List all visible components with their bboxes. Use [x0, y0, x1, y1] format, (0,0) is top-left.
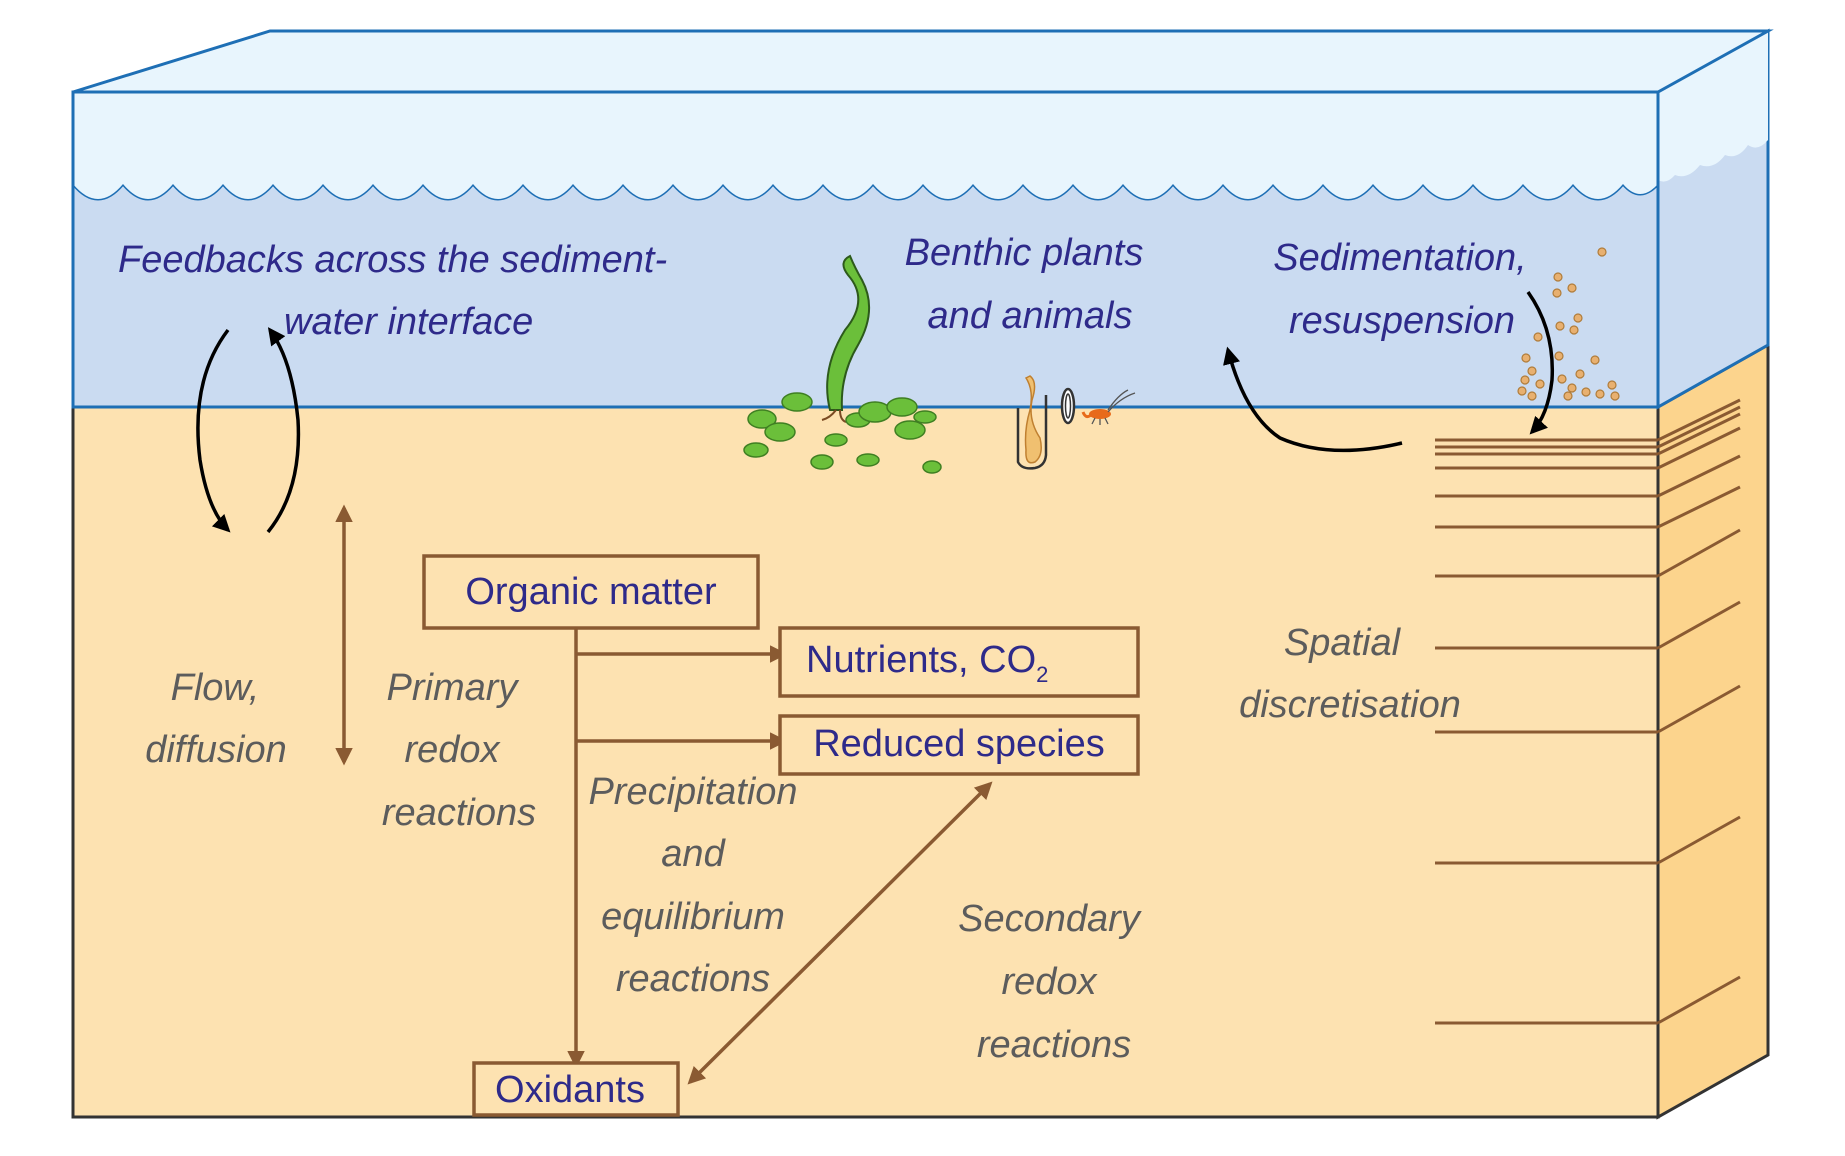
- shrimp-icon: [1081, 389, 1136, 425]
- sediment-layers: [1435, 398, 1741, 1025]
- benthic-label-line2: and animals: [928, 295, 1133, 337]
- resuspension-arrow: [1223, 346, 1403, 453]
- organic-matter-label: Organic matter: [465, 571, 717, 613]
- precip-label-line1: Precipitation: [588, 771, 797, 813]
- flow-label-line1: Flow,: [171, 667, 260, 709]
- secondary-redox-arrow: [687, 781, 993, 1085]
- secondary-label-line2: redox: [1001, 961, 1098, 1003]
- flow-label-line2: diffusion: [145, 729, 287, 771]
- precip-label-line3: equilibrium: [601, 896, 785, 938]
- sedimentation-arrow: [1526, 290, 1555, 435]
- feedback-label-line1: Feedbacks across the sediment-: [118, 239, 667, 281]
- sedimentation-label-line1: Sedimentation,: [1273, 237, 1527, 279]
- water-side-surface: [1658, 31, 1768, 182]
- algae-patches-icon: [743, 392, 942, 474]
- primary-label-line3: reactions: [382, 792, 536, 834]
- oxidants-box: Oxidants: [472, 1061, 680, 1117]
- nutrients-label: Nutrients, CO2: [806, 639, 1048, 687]
- precip-label-line4: reactions: [616, 958, 770, 1000]
- water-top-face: [72, 29, 1774, 94]
- secondary-label-line1: Secondary: [958, 898, 1142, 940]
- primary-label-line1: Primary: [387, 667, 520, 709]
- spatial-label-line1: Spatial: [1284, 622, 1402, 664]
- sedimentation-label-line2: resuspension: [1289, 300, 1515, 342]
- precip-label-line2: and: [661, 833, 726, 875]
- feedback-label-line2: water interface: [284, 301, 533, 343]
- feedback-up-arrow: [266, 327, 301, 534]
- organic-matter-box: Organic matter: [422, 554, 760, 630]
- secondary-label-line3: reactions: [977, 1024, 1131, 1066]
- water-surface-front: [73, 92, 1658, 199]
- reduced-species-box: Reduced species: [778, 714, 1140, 776]
- tube-worm-icon: [1016, 375, 1076, 470]
- seagrass-icon: [821, 254, 871, 423]
- reduced-species-label: Reduced species: [813, 723, 1105, 765]
- benthic-label-line1: Benthic plants: [905, 232, 1144, 274]
- spatial-label-line2: discretisation: [1239, 684, 1461, 726]
- oxidants-label: Oxidants: [495, 1069, 645, 1111]
- sediment-particles-icon: [1517, 247, 1620, 401]
- primary-label-line2: redox: [404, 729, 501, 771]
- nutrients-box: Nutrients, CO2: [778, 626, 1140, 698]
- feedback-down-arrow: [196, 328, 231, 533]
